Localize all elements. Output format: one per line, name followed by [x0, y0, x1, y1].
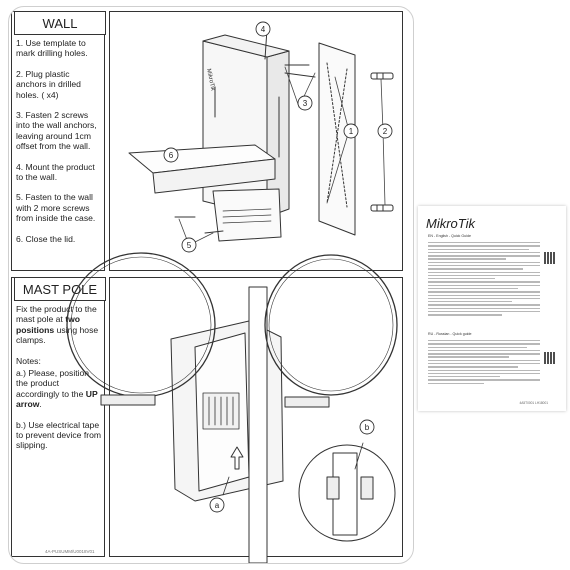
device-logo: MikroTik	[205, 68, 216, 92]
mast-note-a: a.) Please, position the product accordi…	[16, 368, 98, 410]
mast-notes-label: Notes:	[16, 355, 41, 366]
mast-text-panel: MAST POLE Fix the product to the mast po…	[11, 277, 106, 557]
callout-1: 1	[349, 127, 354, 136]
callout-5: 5	[187, 241, 192, 250]
device-wall-view	[128, 34, 316, 242]
wall-step-6: 6. Close the lid.	[16, 233, 76, 244]
callout-3: 3	[303, 99, 308, 108]
quick-guide-heading-ru: RU - Russian - Quick guide	[428, 332, 472, 336]
callout-2: 2	[383, 127, 388, 136]
wall-step-1: 1. Use template to mark drilling holes.	[16, 38, 88, 59]
wall-anchors	[370, 72, 394, 212]
mast-scene	[66, 252, 398, 563]
quick-guide-code: 4A5T0001 LH18001	[519, 401, 548, 405]
mast-intro: Fix the product to the mast pole at two …	[16, 304, 99, 346]
wall-step-3: 3. Fasten 2 screws into the wall anchors…	[16, 110, 97, 152]
quick-guide-heading-en: EN - English - Quick Guide	[428, 234, 471, 238]
qr-code-en	[544, 252, 556, 264]
installation-illustration: MikroTik	[66, 21, 398, 563]
wall-text-panel: WALL 1. Use template to mark drilling ho…	[11, 11, 106, 271]
callout-b: b	[365, 423, 370, 432]
callout-a: a	[215, 501, 220, 510]
wall-step-5: 5. Fasten to the wall with 2 more screws…	[16, 192, 96, 224]
instruction-sheet: WALL 1. Use template to mark drilling ho…	[8, 6, 414, 564]
drilling-template	[318, 42, 356, 236]
quick-guide-text-ru	[428, 340, 540, 386]
callout-6: 6	[169, 151, 174, 160]
quick-guide-logo: MikroTik	[426, 216, 475, 231]
quick-guide-leaflet: MikroTik EN - English - Quick Guide RU -…	[418, 206, 566, 411]
wall-step-2: 2. Plug plastic anchors in drilled holes…	[16, 68, 81, 100]
callout-4: 4	[261, 25, 266, 34]
sheet-code: 4A-PUSUMM/U0018V01	[45, 549, 95, 554]
qr-code-ru	[544, 352, 556, 364]
wall-step-4: 4. Mount the product to the wall.	[16, 161, 95, 183]
wall-heading: WALL	[14, 11, 106, 35]
quick-guide-text-en	[428, 242, 540, 317]
mast-note-b: b.) Use electrical tape to prevent devic…	[16, 419, 102, 451]
mast-heading: MAST POLE	[14, 277, 106, 301]
wall-title: WALL	[42, 15, 78, 31]
